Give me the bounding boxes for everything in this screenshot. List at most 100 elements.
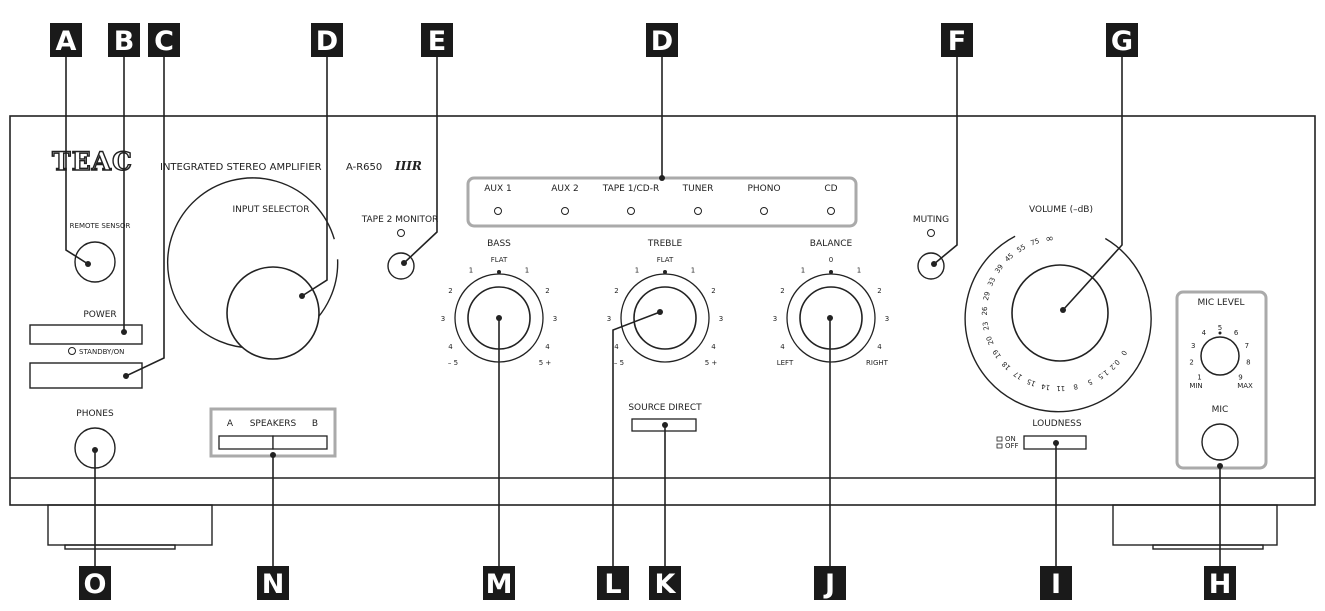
volume-mark: 18 xyxy=(1001,360,1013,372)
muting-indicator xyxy=(927,229,935,237)
callout-dot xyxy=(299,293,305,299)
volume-mark: 0 xyxy=(1119,349,1128,357)
callout-box-l xyxy=(597,566,629,600)
volume-label: VOLUME (–dB) xyxy=(1029,205,1093,215)
callout-leader-d xyxy=(301,57,328,297)
input-indicator-led xyxy=(760,207,768,215)
speakers-b-button[interactable] xyxy=(272,435,328,450)
mic-level-mark: 6 xyxy=(1234,329,1239,337)
callout-box-g xyxy=(1106,23,1138,57)
treble-mark: 3 xyxy=(719,315,723,323)
input-label: TAPE 1/CD-R xyxy=(602,184,659,194)
speakers-a-button[interactable] xyxy=(218,435,274,450)
loudness-off-icon xyxy=(996,443,1003,449)
mic-level-mark: 1 xyxy=(1197,374,1201,382)
mic-level-dot xyxy=(1218,331,1222,335)
treble-high-label: 5 + xyxy=(705,359,718,367)
balance-title: BALANCE xyxy=(810,239,853,249)
callout-letter-f: F xyxy=(948,26,966,57)
input-indicator-led xyxy=(827,207,835,215)
volume-ring xyxy=(964,235,1152,413)
treble-center-label: FLAT xyxy=(657,256,674,264)
callout-letter-l: L xyxy=(604,569,621,600)
speakers-a-label: A xyxy=(227,419,234,429)
input-label: TUNER xyxy=(682,184,714,194)
callout-dot xyxy=(401,260,407,266)
mic-level-label: MIC LEVEL xyxy=(1197,298,1244,308)
callout-box-n xyxy=(257,566,289,600)
callout-letter-j: J xyxy=(823,569,835,600)
muting-button[interactable] xyxy=(917,252,945,280)
callout-letter-h: H xyxy=(1209,569,1232,600)
callout-leader-l xyxy=(612,311,661,566)
hdcd-logo: IIIR xyxy=(394,159,422,173)
callout-box-j xyxy=(814,566,846,600)
left-foot xyxy=(47,504,213,550)
bass-mark: 2 xyxy=(448,287,452,295)
callout-box-b xyxy=(108,23,140,57)
balance-mark: 1 xyxy=(801,267,805,275)
treble-low-label: – 5 xyxy=(614,359,624,367)
mic-level-mark: 8 xyxy=(1246,359,1250,367)
bass-mark: 3 xyxy=(441,315,445,323)
speakers-label: SPEAKERS xyxy=(250,419,297,429)
treble-ring xyxy=(620,273,710,363)
callout-dot xyxy=(1217,463,1223,469)
treble-mark: 4 xyxy=(614,343,619,351)
balance-mark: 4 xyxy=(877,343,882,351)
callout-dot xyxy=(123,373,129,379)
input-selector-knob[interactable] xyxy=(226,266,320,360)
input-indicator-led xyxy=(627,207,635,215)
bass-mark: 1 xyxy=(525,267,529,275)
volume-mark: 75 xyxy=(1029,237,1040,248)
callout-dot xyxy=(85,261,91,267)
muting-label: MUTING xyxy=(913,215,949,225)
treble-mark: 3 xyxy=(607,315,611,323)
mic-level-knob[interactable] xyxy=(1200,336,1240,376)
volume-mark: 11 xyxy=(1056,384,1065,392)
standby-label: STANDBY/ON xyxy=(79,348,124,356)
treble-mark: 2 xyxy=(711,287,715,295)
power-button[interactable] xyxy=(29,324,143,345)
balance-mark: 1 xyxy=(857,267,861,275)
treble-mark: 1 xyxy=(635,267,639,275)
phones-label: PHONES xyxy=(76,409,114,419)
volume-knob[interactable] xyxy=(1011,264,1109,362)
treble-center-dot xyxy=(663,270,667,274)
input-selector-label: INPUT SELECTOR xyxy=(233,205,310,215)
loudness-off-label: OFF xyxy=(1005,442,1019,450)
callout-box-m xyxy=(483,566,515,600)
callout-box-f xyxy=(941,23,973,57)
mic-level-mark: 3 xyxy=(1191,342,1195,350)
treble-mark: 2 xyxy=(614,287,618,295)
bass-center-dot xyxy=(497,270,501,274)
bass-mark: 4 xyxy=(448,343,453,351)
callout-dot xyxy=(659,175,665,181)
input-indicator-led xyxy=(694,207,702,215)
balance-mark: 2 xyxy=(877,287,881,295)
volume-mark: 14 xyxy=(1040,382,1051,392)
callout-letter-e: E xyxy=(428,26,446,57)
tape2-monitor-label: TAPE 2 MONITOR xyxy=(361,215,439,225)
input-indicator-led xyxy=(561,207,569,215)
callout-letter-k: K xyxy=(655,569,677,600)
brand-logo: TEAC xyxy=(52,147,133,176)
mic-jack[interactable] xyxy=(1201,423,1239,461)
right-foot xyxy=(1112,504,1278,550)
balance-low-label: LEFT xyxy=(777,359,794,367)
callout-box-k xyxy=(649,566,681,600)
callout-letter-c: C xyxy=(154,26,174,57)
standby-indicator xyxy=(68,347,76,355)
volume-mark: 5 xyxy=(1086,377,1093,386)
volume-mark: 29 xyxy=(982,291,992,301)
callout-box-c xyxy=(148,23,180,57)
balance-high-label: RIGHT xyxy=(866,359,889,367)
volume-mark: 19 xyxy=(991,348,1003,360)
callout-dot xyxy=(1060,307,1066,313)
balance-mark: 3 xyxy=(773,315,777,323)
bass-center-label: FLAT xyxy=(491,256,508,264)
treble-knob[interactable] xyxy=(633,286,697,350)
input-indicator-panel xyxy=(466,176,858,228)
tape2-monitor-indicator xyxy=(397,229,405,237)
bass-mark: 4 xyxy=(545,343,550,351)
